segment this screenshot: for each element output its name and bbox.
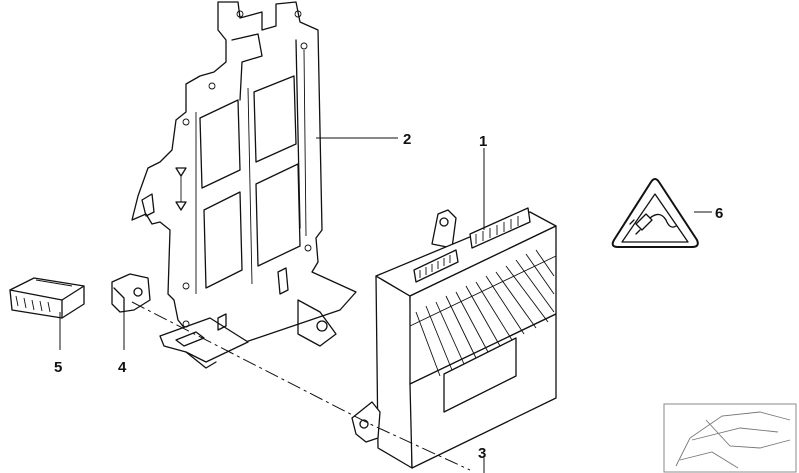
mounting-bracket — [131, 1, 357, 369]
callout-4: 4 — [118, 359, 127, 376]
callout-3: 3 — [478, 445, 486, 462]
connector-part — [9, 277, 85, 319]
callout-5: 5 — [54, 359, 62, 376]
electrostatic-warning-icon — [611, 178, 699, 248]
clip-part — [111, 273, 151, 313]
vehicle-location-icon — [663, 403, 797, 473]
callout-1: 1 — [479, 133, 487, 150]
callout-6: 6 — [715, 205, 723, 222]
callout-2: 2 — [403, 131, 411, 148]
control-unit — [351, 207, 557, 469]
